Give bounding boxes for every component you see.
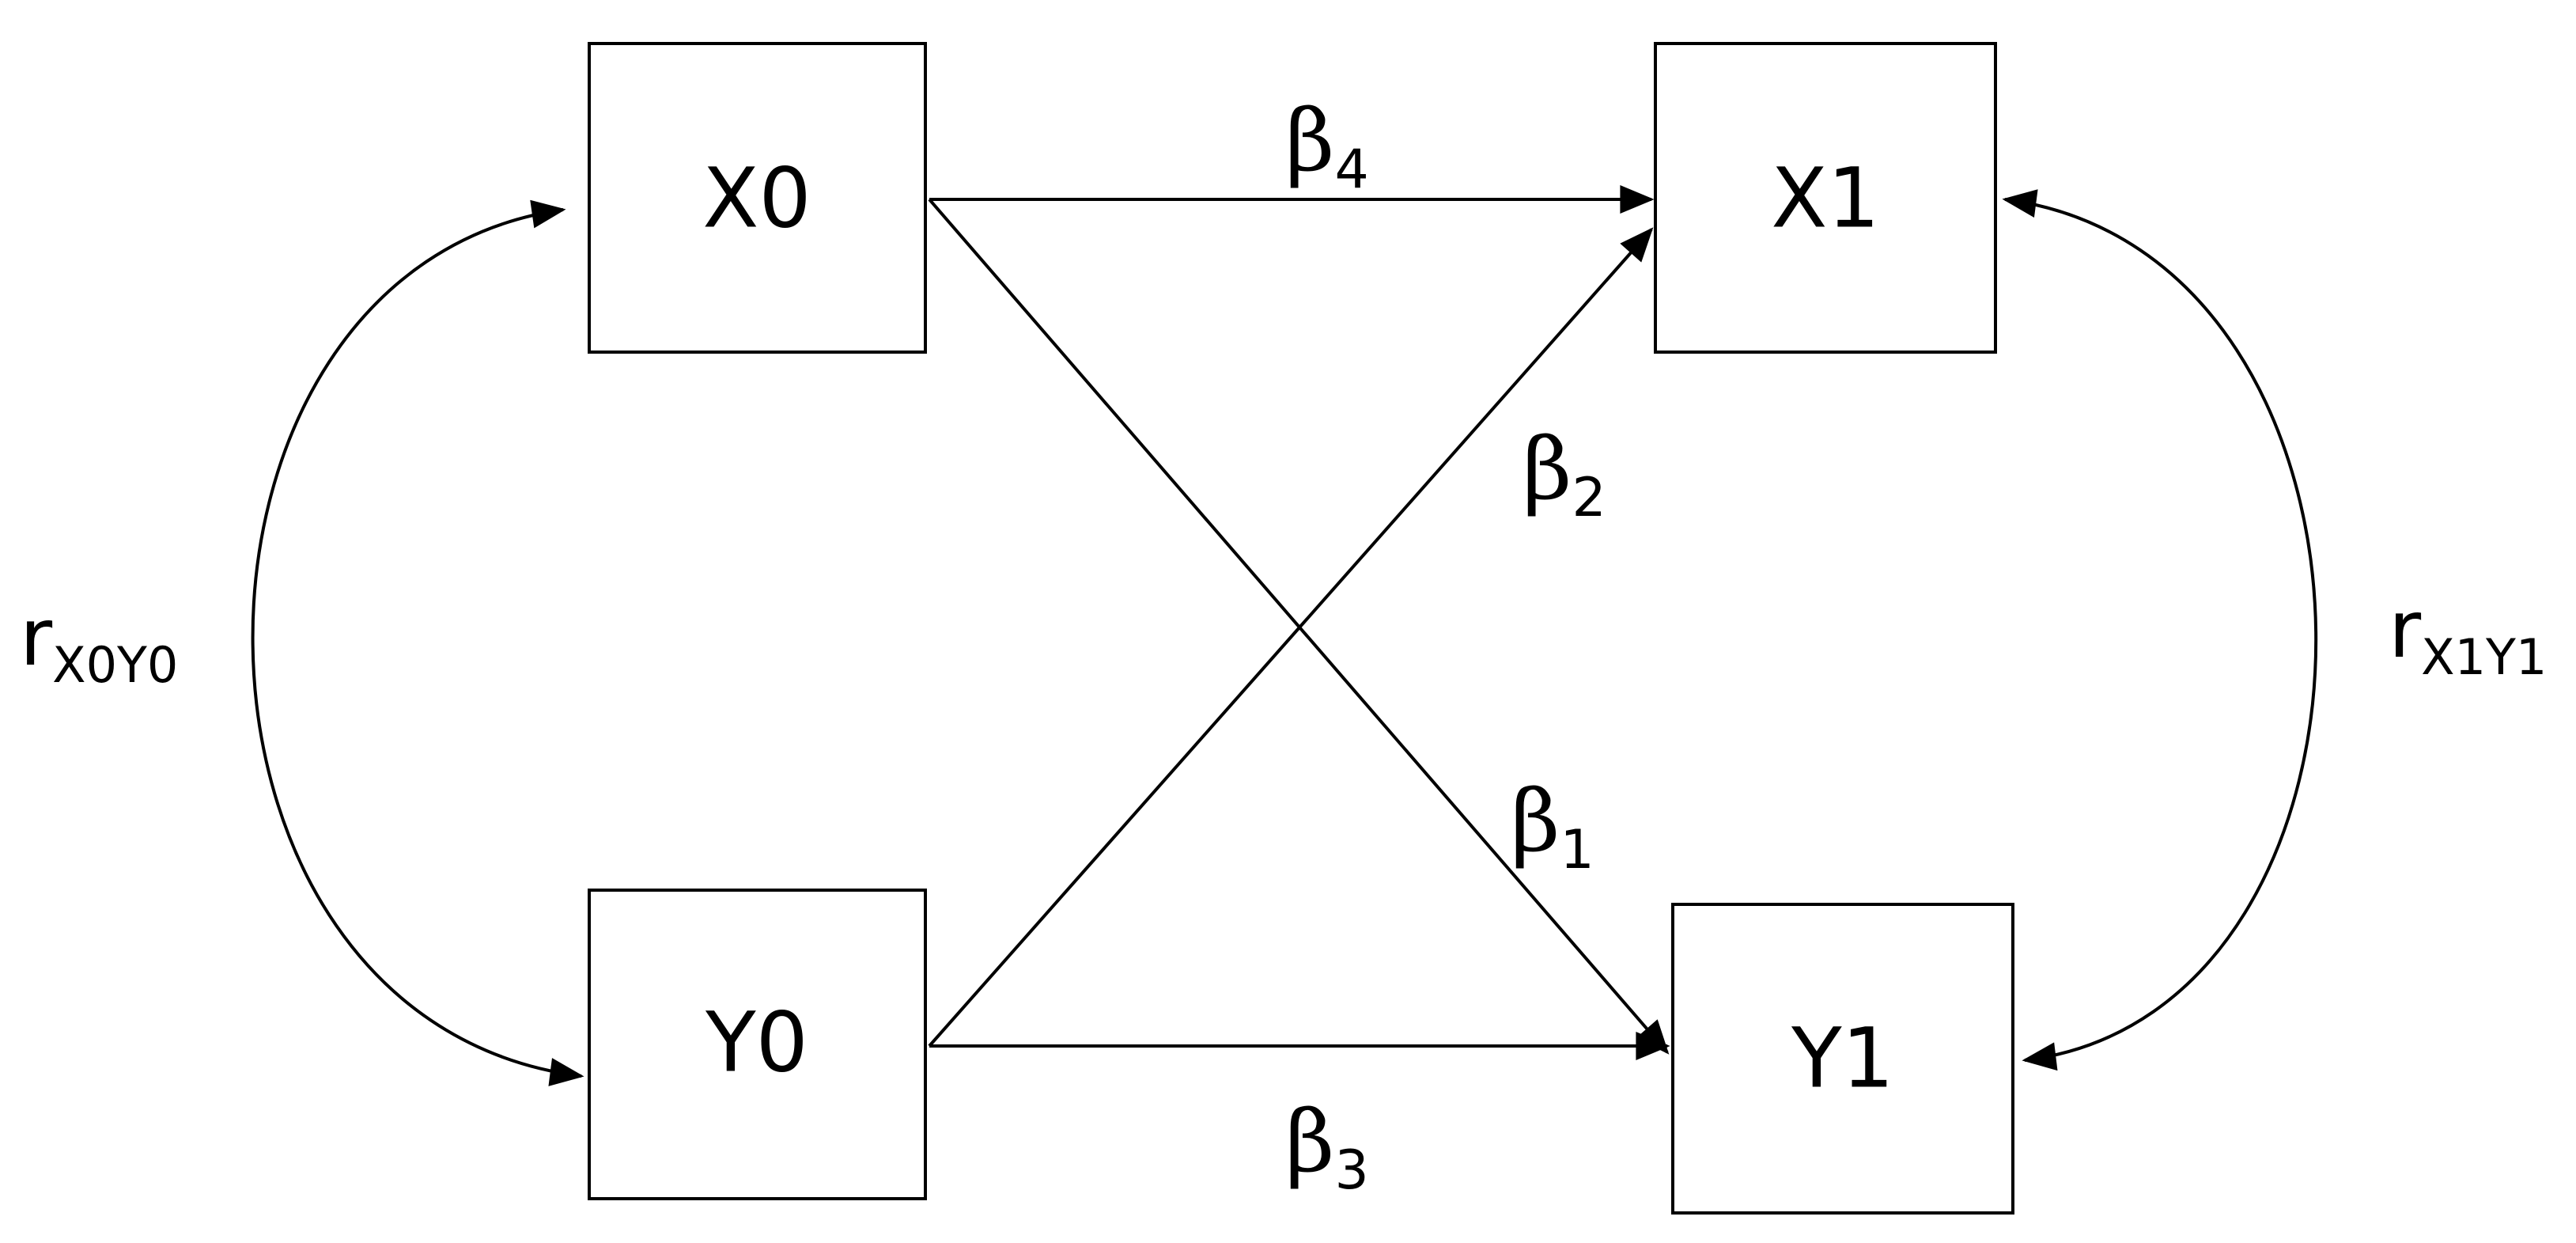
- node-x0: X0: [588, 42, 927, 354]
- beta1-symbol: β: [1511, 772, 1560, 871]
- path-label-beta1: β1: [1511, 772, 1594, 881]
- path-arrow-y0-x1: [928, 227, 1654, 1048]
- beta3-subscript: 3: [1334, 1139, 1368, 1202]
- beta4-symbol: β: [1285, 92, 1334, 191]
- correlation-arc-x0y0: [251, 199, 584, 1086]
- correlation-label-x1y1: rX1Y1: [2389, 583, 2547, 686]
- beta2-symbol: β: [1523, 420, 1572, 519]
- correlation-arc-x1y1: [2002, 189, 2318, 1071]
- path-label-beta4: β4: [1285, 92, 1369, 201]
- x0y0-symbol: r: [20, 591, 53, 684]
- beta3-symbol: β: [1285, 1093, 1334, 1192]
- node-y0: Y0: [588, 889, 927, 1200]
- node-x1: X1: [1654, 42, 1997, 354]
- path-label-beta3: β3: [1285, 1093, 1369, 1202]
- beta1-subscript: 1: [1560, 819, 1594, 881]
- path-arrow-x0-y1: [928, 198, 1670, 1055]
- node-x0-label: X0: [702, 150, 811, 246]
- x0y0-subscript: X0Y0: [52, 636, 178, 694]
- node-y1-label: Y1: [1791, 1010, 1894, 1106]
- node-y1: Y1: [1671, 903, 2014, 1215]
- path-label-beta2: β2: [1523, 420, 1606, 529]
- node-x1-label: X1: [1771, 150, 1879, 246]
- node-y0-label: Y0: [705, 994, 808, 1090]
- beta2-subscript: 2: [1572, 467, 1606, 529]
- x1y1-symbol: r: [2389, 583, 2422, 676]
- x1y1-subscript: X1Y1: [2421, 628, 2547, 686]
- correlation-label-x0y0: rX0Y0: [20, 591, 178, 694]
- beta4-subscript: 4: [1334, 138, 1368, 201]
